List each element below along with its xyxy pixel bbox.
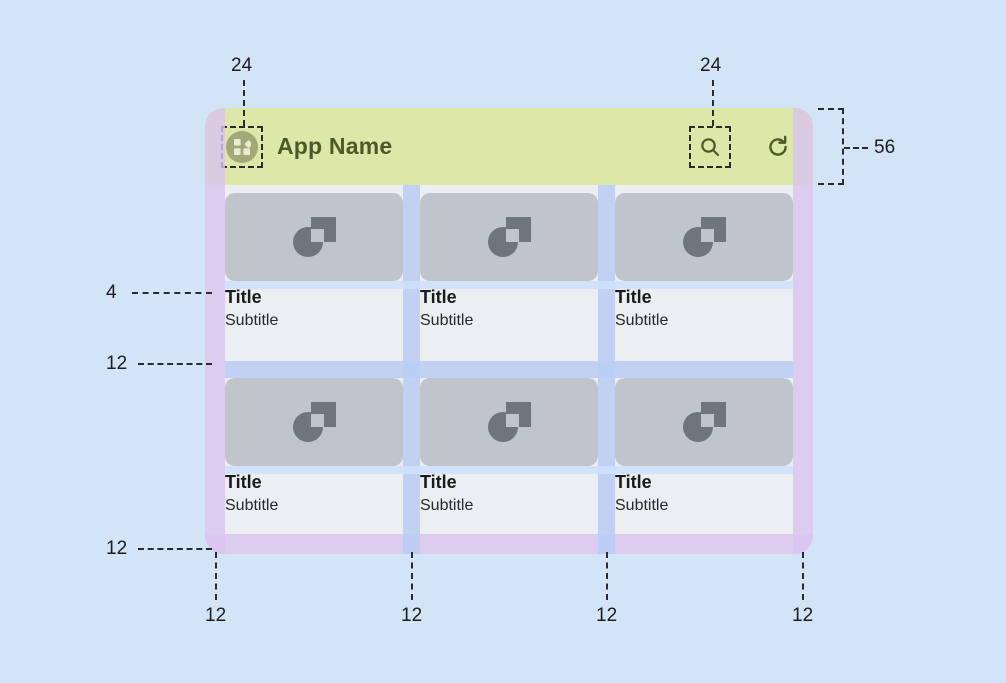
app-grid-icon bbox=[226, 131, 258, 163]
leader-line-bottom-1 bbox=[215, 552, 217, 600]
image-placeholder-icon bbox=[225, 378, 403, 466]
leader-line-24-leading bbox=[243, 80, 245, 126]
list-item-title: Title bbox=[420, 472, 457, 492]
card-grid: Title Subtitle Title Subtitle bbox=[205, 185, 813, 554]
list-item-text: Title Subtitle bbox=[615, 281, 793, 333]
image-placeholder-icon bbox=[615, 378, 793, 466]
list-item-subtitle: Subtitle bbox=[615, 497, 669, 514]
list-item-title: Title bbox=[615, 287, 652, 307]
annotation-4: 4 bbox=[106, 282, 117, 303]
search-button[interactable] bbox=[689, 126, 731, 168]
list-item-title: Title bbox=[225, 472, 262, 492]
leader-line-12-row-gap bbox=[138, 363, 212, 365]
leader-line-12-bottom-margin bbox=[138, 548, 212, 550]
search-icon bbox=[701, 138, 720, 157]
list-item-subtitle: Subtitle bbox=[225, 312, 279, 329]
annotation-12-bottom-margin: 12 bbox=[106, 538, 128, 559]
leader-line-4 bbox=[132, 292, 212, 294]
measure-box-search-icon bbox=[689, 126, 731, 168]
list-item-title: Title bbox=[225, 287, 262, 307]
refresh-icon bbox=[769, 135, 787, 156]
list-item-text: Title Subtitle bbox=[420, 281, 598, 333]
app-bar-leading-icon-hitbox[interactable] bbox=[221, 126, 263, 168]
annotation-bottom-12-4: 12 bbox=[792, 605, 814, 626]
measure-box-leading-icon bbox=[221, 126, 263, 168]
annotation-bottom-12-2: 12 bbox=[401, 605, 423, 626]
list-item[interactable]: Title Subtitle bbox=[225, 378, 403, 518]
list-item[interactable]: Title Subtitle bbox=[420, 378, 598, 518]
list-item[interactable]: Title Subtitle bbox=[615, 378, 793, 518]
leader-line-bottom-2 bbox=[411, 552, 413, 600]
list-item-title: Title bbox=[420, 287, 457, 307]
image-placeholder-icon bbox=[615, 193, 793, 281]
image-placeholder-icon bbox=[420, 378, 598, 466]
leader-line-bottom-3 bbox=[606, 552, 608, 600]
list-item[interactable]: Title Subtitle bbox=[615, 193, 793, 333]
list-item-text: Title Subtitle bbox=[420, 466, 598, 518]
leader-line-24-trailing bbox=[712, 80, 714, 126]
annotation-24-trailing: 24 bbox=[700, 55, 722, 76]
list-item-title: Title bbox=[615, 472, 652, 492]
annotation-bottom-12-1: 12 bbox=[205, 605, 227, 626]
image-placeholder-icon bbox=[225, 193, 403, 281]
app-bar-title: App Name bbox=[277, 133, 393, 159]
list-item[interactable]: Title Subtitle bbox=[225, 193, 403, 333]
list-item-subtitle: Subtitle bbox=[225, 497, 279, 514]
refresh-button[interactable] bbox=[761, 130, 795, 164]
image-placeholder-icon bbox=[420, 193, 598, 281]
list-item-subtitle: Subtitle bbox=[615, 312, 669, 329]
measure-bracket-appbar-height bbox=[818, 108, 844, 185]
list-item-text: Title Subtitle bbox=[615, 466, 793, 518]
app-bar: App Name bbox=[205, 108, 813, 185]
annotation-12-row-gap: 12 bbox=[106, 353, 128, 374]
list-item[interactable]: Title Subtitle bbox=[420, 193, 598, 333]
leader-line-bottom-4 bbox=[802, 552, 804, 600]
list-item-text: Title Subtitle bbox=[225, 466, 403, 518]
annotation-bottom-12-3: 12 bbox=[596, 605, 618, 626]
list-item-subtitle: Subtitle bbox=[420, 312, 474, 329]
leader-line-56 bbox=[844, 147, 868, 149]
list-item-subtitle: Subtitle bbox=[420, 497, 474, 514]
list-item-text: Title Subtitle bbox=[225, 281, 403, 333]
annotation-56: 56 bbox=[874, 137, 896, 158]
device-frame: App Name bbox=[205, 108, 813, 554]
annotation-24-leading: 24 bbox=[231, 55, 253, 76]
